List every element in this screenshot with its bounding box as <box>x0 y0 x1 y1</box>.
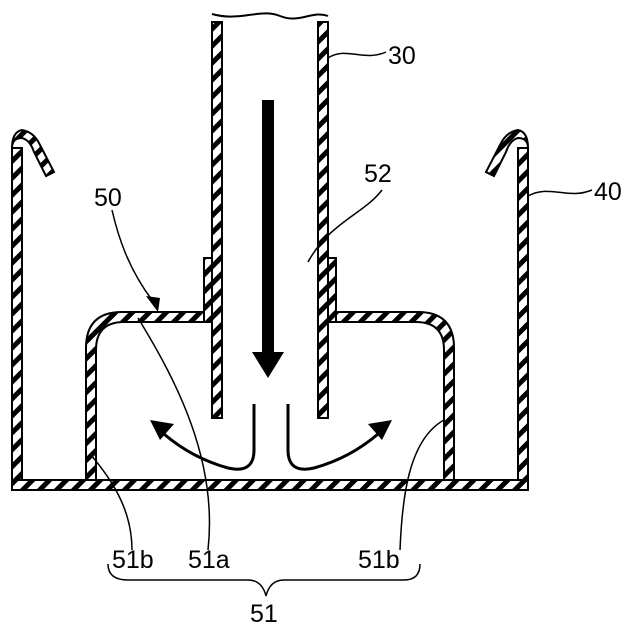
label-51b-right: 51b <box>358 546 400 574</box>
container-bottom <box>12 480 528 490</box>
leader-40 <box>528 190 592 196</box>
reference-labels: 30 40 50 52 51b 51a 51b 51 <box>94 42 622 628</box>
leader-51a <box>138 318 209 550</box>
label-30: 30 <box>388 42 416 70</box>
label-50: 50 <box>94 184 122 212</box>
flow-arrows <box>150 100 392 469</box>
label-40: 40 <box>594 178 622 206</box>
container-left-wall <box>12 148 22 490</box>
label-52: 52 <box>364 160 392 188</box>
cap-body <box>86 312 206 480</box>
label-51: 51 <box>250 600 278 628</box>
leader-50 <box>112 210 152 300</box>
down-arrow-icon <box>252 100 284 378</box>
curved-arrow-right-icon <box>288 404 392 469</box>
label-51a: 51a <box>188 546 230 574</box>
pipe-break-line <box>212 13 328 18</box>
leader-50-arrowhead <box>146 296 160 312</box>
leader-30 <box>328 52 386 58</box>
pipe-left-wall <box>212 22 222 418</box>
pipe-right-wall <box>318 22 328 418</box>
container-right-wall <box>518 148 528 490</box>
label-51b-left: 51b <box>112 546 154 574</box>
